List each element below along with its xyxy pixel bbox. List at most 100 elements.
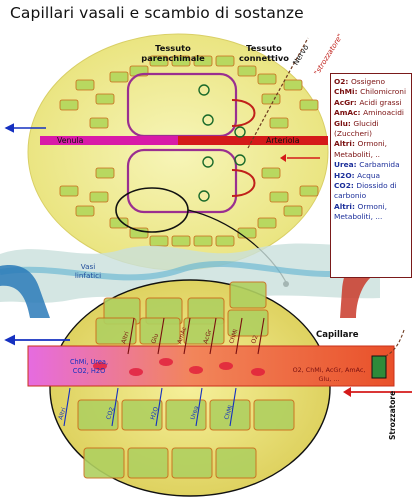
legend-entry: AcGr: Acidi grassi (334, 98, 408, 108)
tissue-ellipse (27, 33, 329, 271)
parenchyma-cell (59, 99, 79, 111)
exchange-label: Altri (120, 330, 131, 344)
lymph-vessel (0, 243, 380, 303)
label-tessuto-connettivo: Tessuto connettivo (239, 43, 289, 63)
legend-value: Glucidi (Zuccheri) (334, 118, 379, 139)
legend-value: Diossido di carbonio (334, 181, 397, 201)
capillary-red-arrowhead (343, 387, 351, 397)
exchange-label: ChMi (228, 328, 239, 345)
legend-key: Altri: (334, 201, 358, 211)
parenchyma-cell (283, 79, 303, 91)
legend-value: Chilomicroni (360, 87, 407, 97)
tissue-cell (171, 447, 213, 479)
legend-entry: Glu: Glucidi (Zuccheri) (334, 119, 408, 140)
parenchyma-cell (237, 227, 257, 239)
red-blood-cell (251, 368, 265, 376)
parenchyma-cell (75, 205, 95, 217)
parenchyma-cell (261, 93, 281, 105)
parenchyma-cell (89, 191, 109, 203)
parenchyma-cell (149, 55, 169, 67)
venula-vessel (40, 136, 178, 145)
legend-entry: Urea: Carbamida (334, 160, 408, 170)
capillary-band (27, 345, 395, 387)
tissue-cell (121, 399, 163, 431)
parenchyma-cell (299, 99, 319, 111)
exchange-arrow-up (209, 317, 217, 355)
exchange-arrow-down (229, 387, 237, 427)
parenchyma-cell (283, 205, 303, 217)
red-blood-cell (189, 366, 203, 374)
legend-value: Carbamida (359, 160, 400, 170)
capillary-out-box: ChMi, Urea, CO2, H2O (69, 358, 109, 375)
parenchyma-cell (269, 191, 289, 203)
tissue-cell (209, 399, 251, 431)
parenchyma-cell (193, 55, 213, 67)
legend-key: Altri: (334, 139, 358, 149)
tissue-cell (227, 309, 269, 337)
exchange-arrow-up (257, 317, 265, 355)
tissue-cell (215, 447, 257, 479)
legend-key: Glu: (334, 118, 354, 128)
parenchyma-cell (89, 117, 109, 129)
exchange-arrow-up (183, 317, 191, 355)
parenchyma-cell (149, 235, 169, 247)
tissue-cell (183, 317, 225, 345)
legend-entry: CO2: Diossido di carbonio (334, 181, 408, 202)
legend-key: ChMi: (334, 87, 361, 97)
legend-entry: O2: Ossigeno (334, 77, 408, 87)
legend-key: AmAc: (334, 108, 364, 118)
parenchyma-cell (193, 235, 213, 247)
red-blood-cell (219, 362, 233, 370)
exchange-arrow-up (157, 317, 165, 355)
red-blood-cell (129, 368, 143, 376)
legend-entry: H2O: Acqua (334, 171, 408, 181)
legend-key: CO2: (334, 181, 357, 191)
legend-entry: Altri: Ormoni, Metaboliti, ... (334, 202, 408, 223)
label-venula: Venula (57, 136, 84, 145)
exchange-arrow-down (155, 387, 163, 427)
tissue-cell (83, 447, 125, 479)
parenchyma-cell (171, 55, 191, 67)
exchange-arrow-down (111, 387, 119, 427)
legend-entry: AmAc: Aminoacidi (334, 108, 408, 118)
arteriola-vessel (178, 136, 328, 145)
exchange-label: Glu (150, 333, 160, 345)
exchange-label: Urea (189, 405, 200, 421)
exchange-label: H2O (149, 406, 160, 421)
arteriola-arrowhead (280, 154, 286, 162)
legend-value: Ormoni, Metaboliti, ... (334, 201, 388, 222)
tissue-cell (127, 447, 169, 479)
legend-value: Acidi grassi (359, 97, 402, 107)
exchange-label: CO2 (105, 406, 116, 420)
exchange-label: O2 (250, 334, 259, 344)
label-tessuto-parenchimale: Tessuto parenchimale (141, 43, 205, 63)
parenchyma-cell (59, 185, 79, 197)
strozzatore-nerve (385, 329, 405, 357)
parenchyma-cell (95, 167, 115, 179)
lymph-band (0, 243, 381, 318)
sphincter-rings (198, 84, 246, 202)
exchange-label: ChMi (223, 404, 234, 421)
parenchyma-cell (257, 73, 277, 85)
parenchyma-cell (75, 79, 95, 91)
exchange-arrow-down (63, 387, 71, 427)
parenchyma-cell (215, 55, 235, 67)
exchange-arrow-up (127, 317, 135, 355)
legend-value: Aminoacidi (363, 108, 404, 118)
tissue-cell (229, 281, 267, 309)
legend-entry: ChMi: Chilomicroni (334, 87, 408, 97)
capillary-in-box: O2, ChMi, AcGr, AmAc, Glu, ... (292, 366, 366, 383)
legend-value: Ormoni, Metaboliti, .. (334, 139, 388, 159)
red-blood-cells (93, 358, 265, 376)
page-title: Capillari vasali e scambio di sostanze (10, 4, 304, 22)
exchange-label: AcGr (202, 328, 213, 344)
label-capillare: Capillare (316, 330, 359, 340)
legend-value: Acqua (357, 170, 381, 180)
parenchyma-cell (299, 185, 319, 197)
legend-key: AcGr: (334, 97, 360, 107)
parenchyma-cell (257, 217, 277, 229)
lens-cells (77, 281, 295, 479)
